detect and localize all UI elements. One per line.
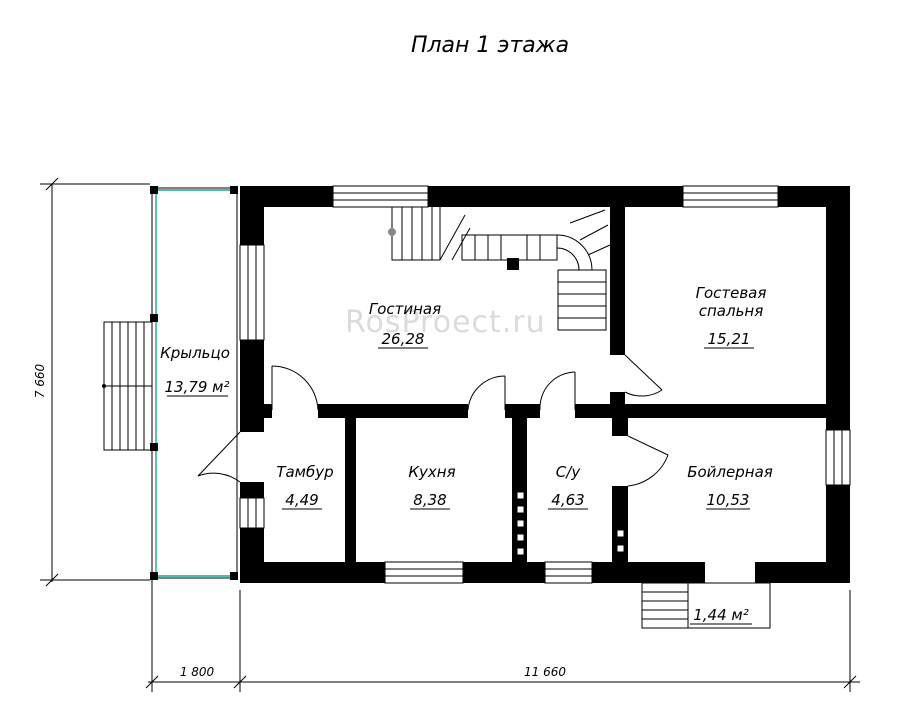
small-porch <box>641 582 771 629</box>
room-porch-name: Крыльцо <box>160 344 230 362</box>
porch-steps <box>102 321 153 451</box>
staircase <box>388 207 611 331</box>
room-boiler-area: 10,53 <box>707 491 750 509</box>
dim-porch-width: 1 800 <box>180 665 215 679</box>
room-guest-bedroom-name-2: спальня <box>699 302 764 320</box>
dim-house-width: 11 660 <box>524 665 566 679</box>
room-porch-area: 13,79 м² <box>164 378 229 396</box>
room-living-area: 26,28 <box>382 330 425 348</box>
room-guest-bedroom-area: 15,21 <box>708 330 751 348</box>
room-kitchen-area: 8,38 <box>413 491 446 509</box>
room-bathroom-name: С/у <box>556 463 582 481</box>
plan-title: План 1 этажа <box>411 33 569 58</box>
interior-walls <box>264 207 826 562</box>
windows <box>239 185 851 584</box>
outer-walls <box>240 186 850 583</box>
doors <box>197 354 755 583</box>
watermark: RosProect.ru <box>345 305 546 340</box>
room-boiler-name: Бойлерная <box>687 463 773 481</box>
room-vestibule-area: 4,49 <box>285 491 318 509</box>
vent-blocks <box>507 258 625 556</box>
room-living-name: Гостиная <box>369 300 441 318</box>
room-kitchen-name: Кухня <box>408 463 455 481</box>
dimension-lines <box>40 177 860 692</box>
dim-height: 7 660 <box>33 363 47 398</box>
small-porch-area: 1,44 м² <box>693 606 749 624</box>
room-guest-bedroom-name-1: Гостевая <box>696 284 767 302</box>
room-bathroom-area: 4,63 <box>551 491 584 509</box>
room-vestibule-name: Тамбур <box>276 463 333 481</box>
